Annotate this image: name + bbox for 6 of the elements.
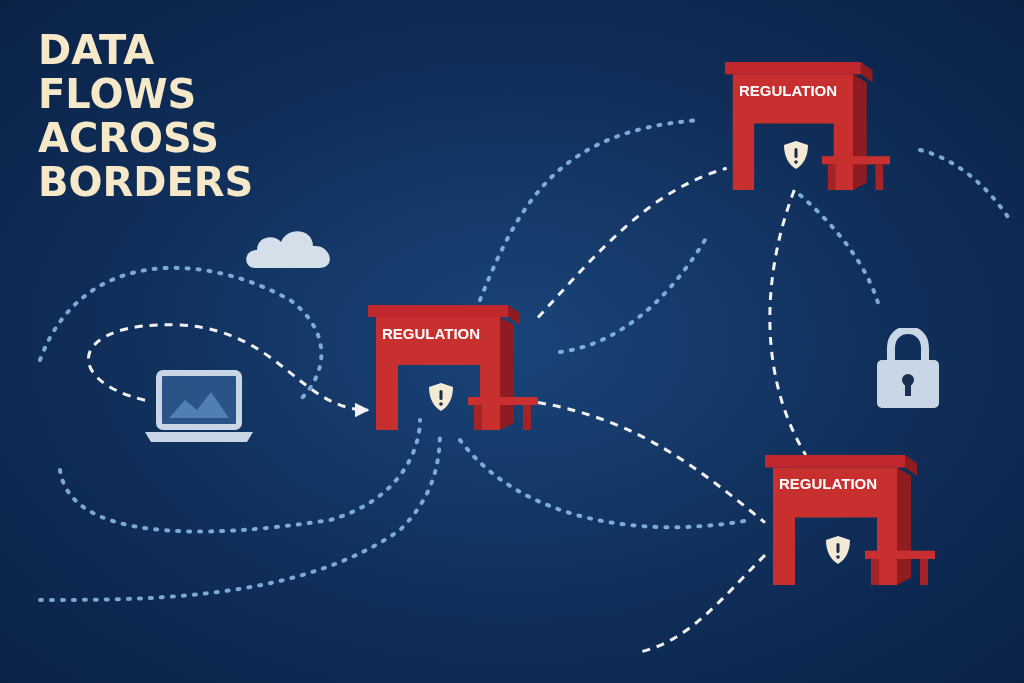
dashed-arrow xyxy=(87,323,370,417)
dashed-line xyxy=(536,166,728,319)
title: DATA FLOWS ACROSS BORDERS xyxy=(38,28,255,204)
dashed-line xyxy=(768,189,808,456)
dashed-line xyxy=(639,554,767,654)
laptop-icon xyxy=(145,370,253,442)
